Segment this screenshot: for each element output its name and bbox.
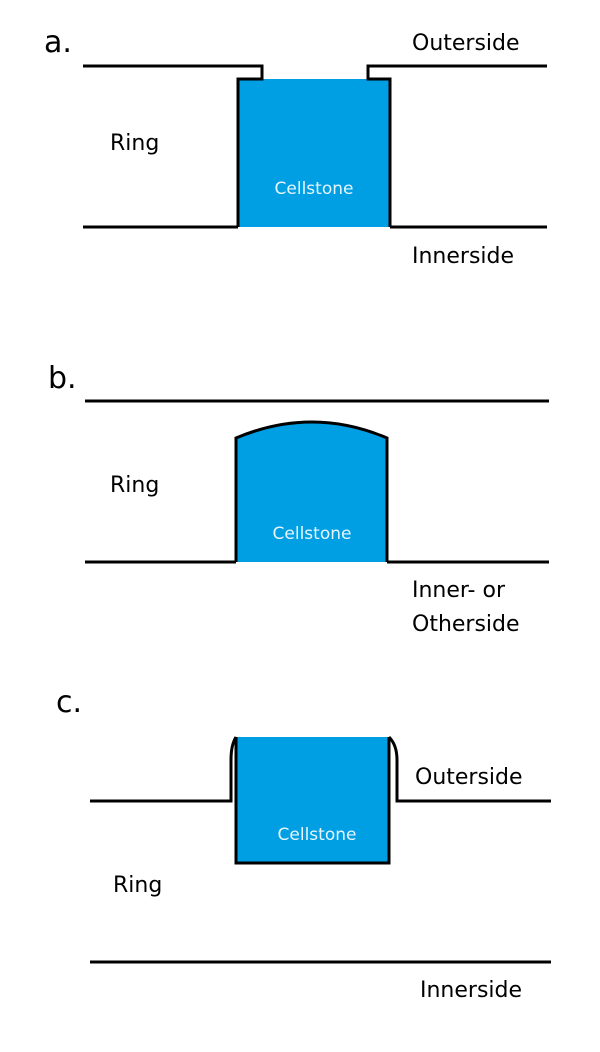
panel-c-label: c.	[56, 685, 82, 720]
panel-b-side-label-line2: Otherside	[412, 612, 520, 637]
panel-a-label: a.	[44, 25, 72, 60]
panel-b-cellstone-outline	[234, 420, 389, 562]
panel-a-ring-outer-left	[83, 64, 264, 227]
panel-b-cellstone-label: Cellstone	[273, 524, 352, 544]
panel-a-ring-label: Ring	[110, 131, 159, 156]
panel-a-cellstone-label: Cellstone	[275, 179, 354, 199]
panel-b-ring-label: Ring	[110, 473, 159, 498]
panel-c-outerside-label: Outerside	[415, 765, 523, 790]
panel-c-cellstone	[236, 737, 389, 863]
panel-b-label: b.	[48, 361, 77, 396]
panel-c: c. Outerside Cellstone Ring Innerside	[56, 685, 551, 1003]
panel-c-innerside-label: Innerside	[420, 978, 522, 1003]
panel-c-cellstone-outline	[234, 737, 391, 865]
panel-a-outerside-label: Outerside	[412, 31, 520, 56]
panel-c-ring-outer-right	[387, 735, 551, 803]
panel-a-innerside-label: Innerside	[412, 244, 514, 269]
panel-b: b. Ring Cellstone Inner- or Otherside	[48, 361, 549, 637]
panel-c-ring-label: Ring	[113, 873, 162, 898]
panel-b-cellstone	[236, 422, 387, 562]
panel-a: a. Outerside Ring Cellstone Innerside	[44, 25, 547, 269]
panel-c-cellstone-label: Cellstone	[278, 825, 357, 845]
panel-c-ring-outer-left	[90, 736, 238, 803]
panel-a-cellstone	[238, 79, 390, 227]
panel-b-side-label-line1: Inner- or	[412, 578, 506, 603]
panel-a-ring-outer-right	[366, 64, 547, 227]
